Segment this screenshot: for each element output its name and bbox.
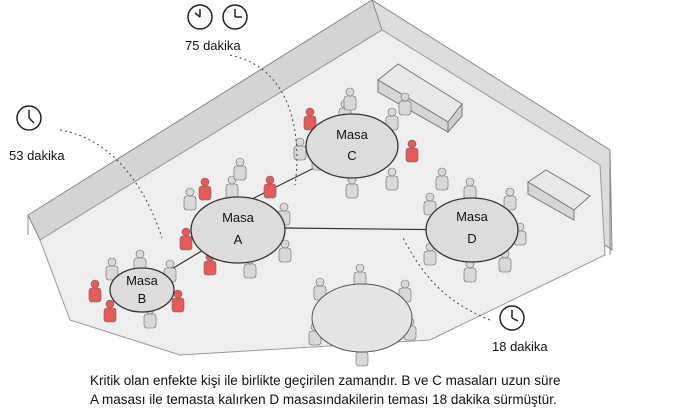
person-icon: [183, 187, 197, 211]
person-icon: [498, 249, 512, 273]
infected-person-icon: [179, 227, 193, 251]
duration-18-label: 18 dakika: [492, 339, 548, 354]
table-empty: [311, 283, 413, 353]
caption-line-1: Kritik olan enfekte kişi ile birlikte ge…: [90, 373, 561, 388]
person-icon: [423, 192, 437, 216]
table-b: Masa B: [109, 267, 175, 313]
infected-person-icon: [88, 279, 102, 303]
timing-arrows: [59, 54, 491, 321]
table-d-label-2: D: [467, 231, 476, 246]
duration-75-label: 75 dakika: [185, 38, 241, 53]
table-c-label-1: Masa: [336, 127, 369, 142]
table-c: Masa C: [305, 113, 399, 179]
table-a-label-1: Masa: [222, 210, 255, 225]
table-a-label-2: A: [234, 232, 243, 247]
person-icon: [435, 167, 449, 191]
person-icon: [398, 92, 412, 116]
air-conditioner-icon: [377, 63, 463, 134]
person-icon: [343, 87, 357, 111]
clock-icon: [499, 305, 525, 331]
person-icon: [105, 257, 119, 281]
table-d-label-1: Masa: [456, 209, 489, 224]
clock-icon: [187, 4, 213, 30]
person-icon: [353, 263, 367, 287]
infected-person-icon: [103, 299, 117, 323]
infected-person-icon: [198, 177, 212, 201]
table-b-label-2: B: [138, 291, 147, 306]
person-icon: [233, 157, 247, 181]
person-icon: [345, 175, 359, 199]
person-icon: [278, 239, 292, 263]
infected-person-icon: [263, 175, 277, 199]
person-icon: [385, 107, 399, 131]
person-icon: [463, 259, 477, 283]
caption: Kritik olan enfekte kişi ile birlikte ge…: [90, 371, 690, 409]
infected-person-icon: [405, 139, 419, 163]
person-icon: [293, 137, 307, 161]
caption-line-2: A masası ile temasta kalırken D masasınd…: [90, 392, 557, 407]
table-c-label-2: C: [347, 148, 356, 163]
table-a: Masa A: [190, 196, 286, 264]
clock-icon: [16, 105, 42, 131]
clock-icon: [222, 4, 248, 30]
duration-53-label: 53 dakika: [9, 148, 65, 163]
infected-person-icon: [303, 107, 317, 131]
air-conditioner-icon: [527, 169, 591, 221]
table-d: Masa D: [425, 197, 519, 263]
person-icon: [385, 167, 399, 191]
person-icon: [503, 187, 517, 211]
person-icon: [463, 177, 477, 201]
table-b-label-1: Masa: [126, 273, 159, 288]
